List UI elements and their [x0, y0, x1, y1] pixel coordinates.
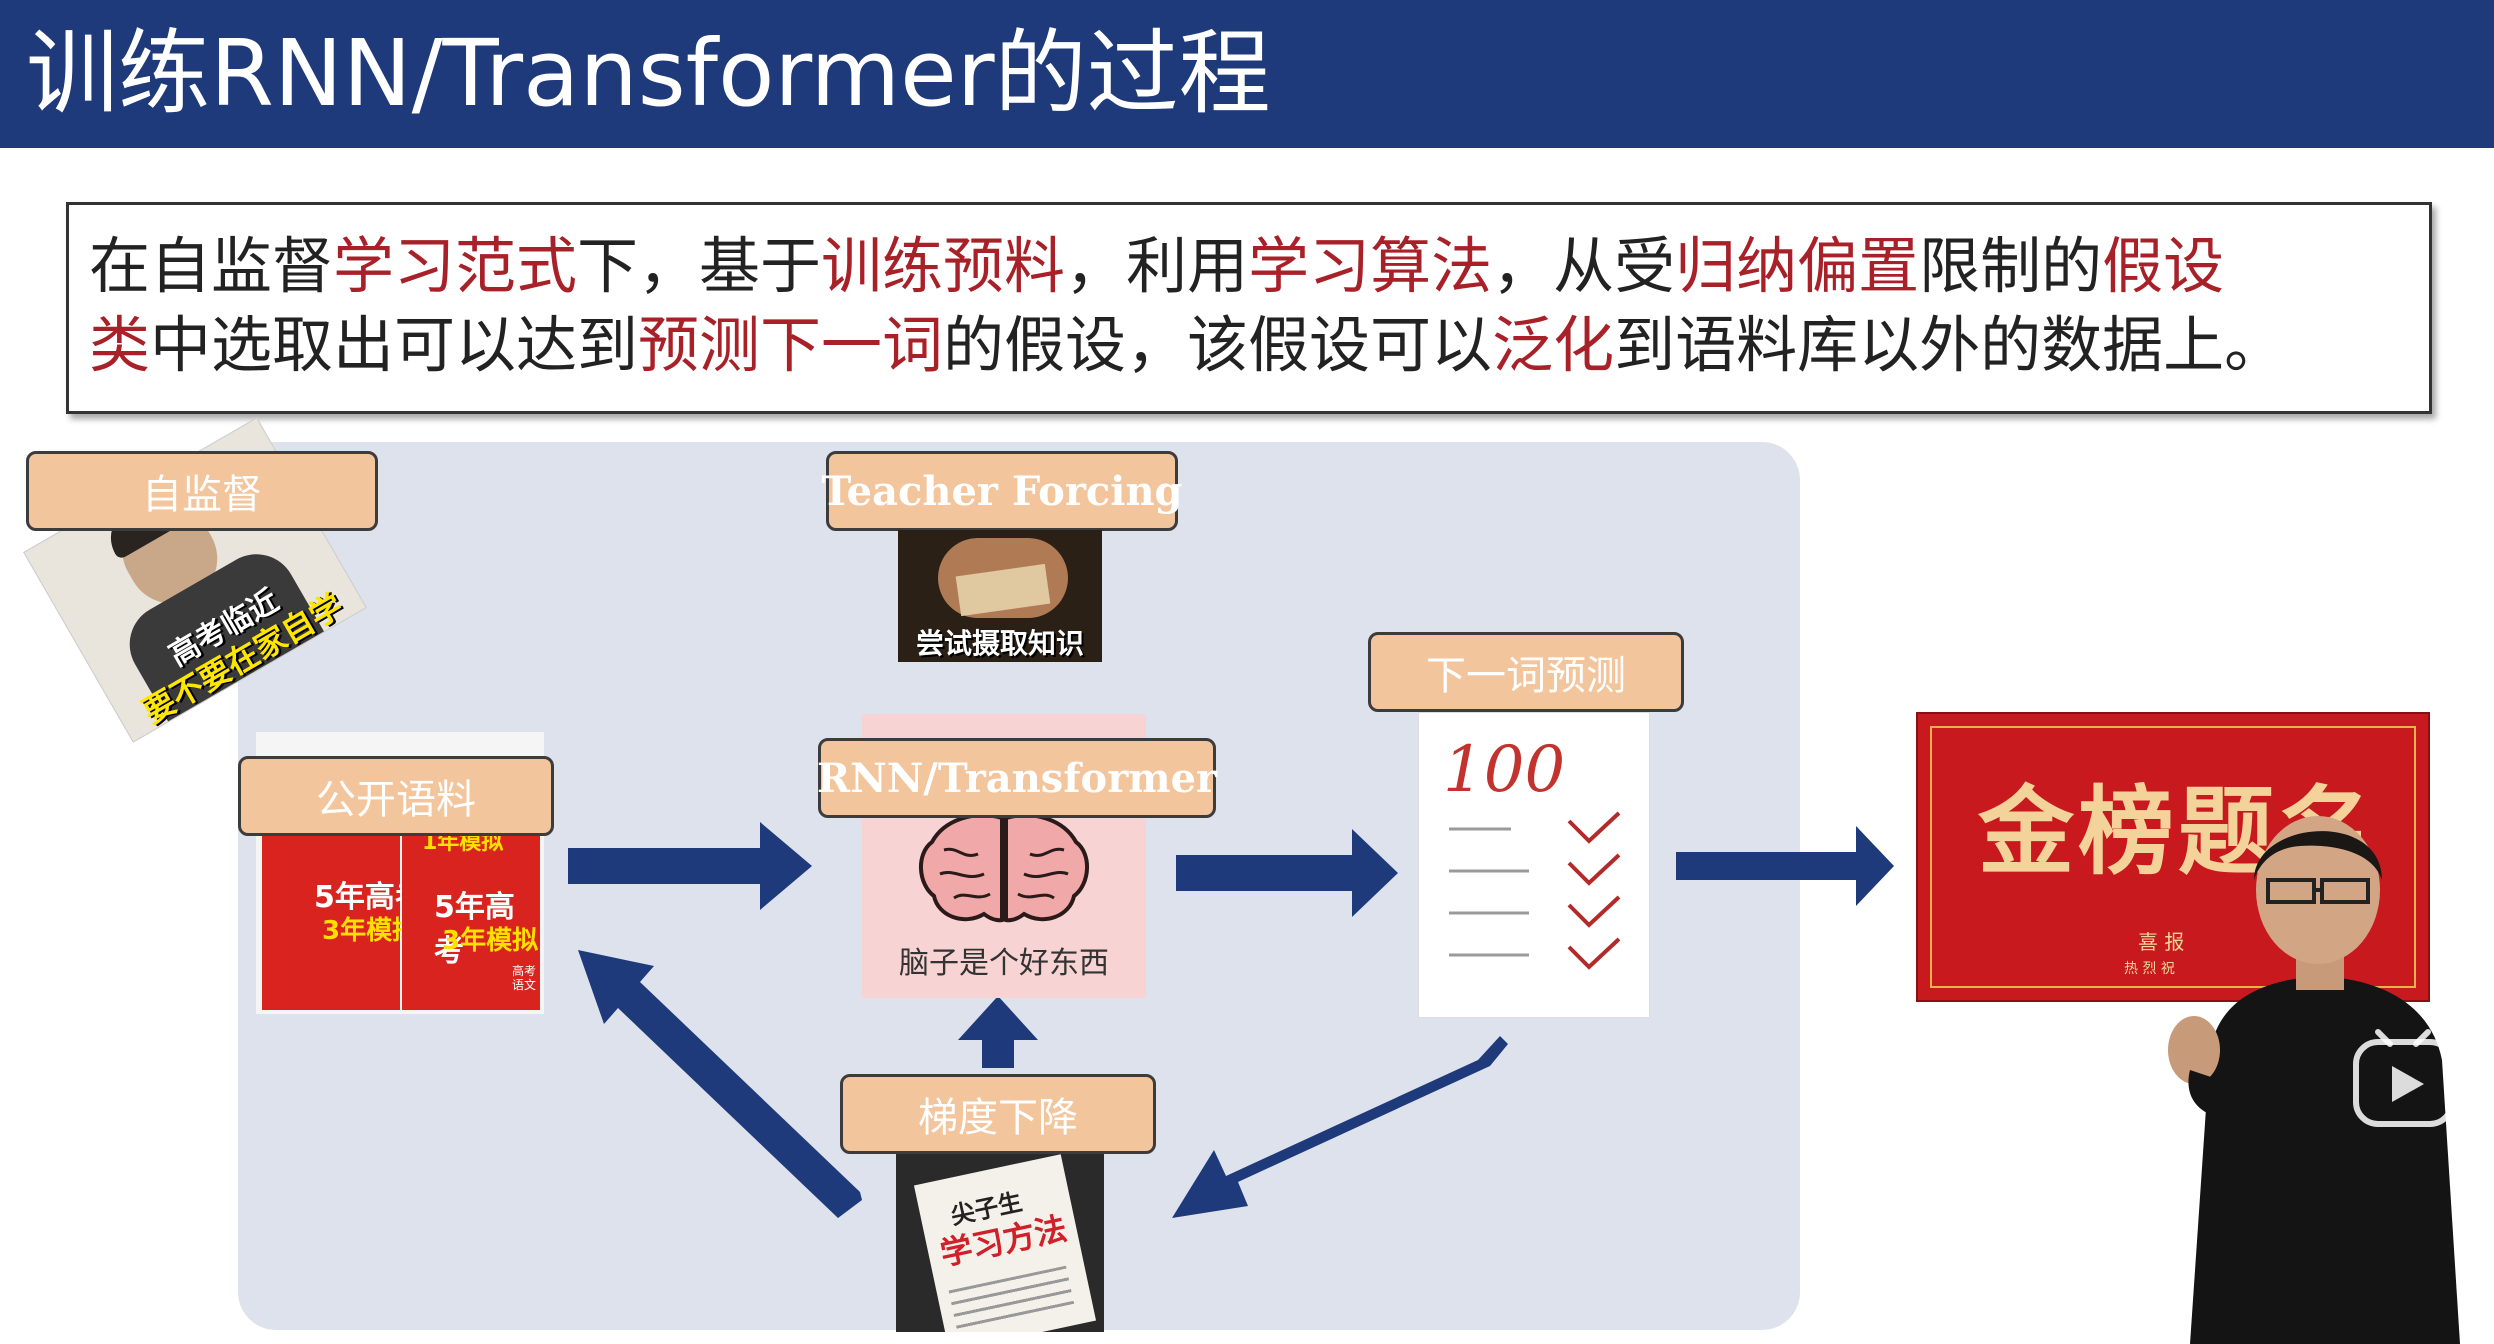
arrow-model-to-prediction: [1176, 829, 1398, 917]
study-book-lines: [948, 1265, 1075, 1330]
arrow-prediction-to-result: [1676, 826, 1894, 906]
highlight-term: 学习范式: [333, 231, 578, 302]
book-right: [402, 820, 540, 1010]
brain-caption: 脑子是个好东西: [899, 946, 1109, 981]
label-next-word: 下一词预测: [1368, 632, 1684, 712]
video-play-icon: [2353, 1029, 2455, 1127]
highlight-term: 泛化: [1492, 310, 1615, 381]
statement-line-1: 在自监督学习范式下，基于训练预料，利用学习算法，从受归纳偏置限制的假设: [89, 227, 2409, 306]
checklist-lines: [1449, 811, 1621, 970]
label-corpus: 公开语料: [238, 756, 554, 836]
label-model: RNN/Transformer: [817, 738, 1217, 818]
label-gradient-descent: 梯度下降: [840, 1074, 1156, 1154]
banner-sub-2: 热 烈 祝: [2124, 961, 2175, 977]
statement-text: ，利用: [1065, 231, 1249, 302]
highlight-term: 类: [89, 310, 151, 381]
test-paper: 100: [1418, 712, 1650, 1018]
banner-sub: 喜 报: [2138, 930, 2185, 954]
book-right-title: 5年高考: [434, 890, 515, 969]
statement-text: 的假设，该假设可以: [943, 310, 1493, 381]
statement-text: ，从受: [1492, 231, 1676, 302]
highlight-term: 训练预料: [821, 231, 1066, 302]
statement-line-2: 类中选取出可以达到预测下一词的假设，该假设可以泛化到语料库以外的数据上。: [89, 306, 2409, 385]
statement-text: 限制的: [1919, 231, 2103, 302]
statement-text: 到语料库以外的数据上。: [1614, 310, 2286, 381]
slide-title: 训练RNN/Transformer的过程: [26, 20, 1271, 127]
label-teacher-forcing: Teacher Forcing: [822, 451, 1183, 531]
book-side-text: 高考语文: [512, 964, 537, 992]
statement-box: 在自监督学习范式下，基于训练预料，利用学习算法，从受归纳偏置限制的假设 类中选取…: [66, 202, 2432, 414]
label-self-supervised: 自监督: [26, 451, 378, 531]
teacher-caption: 尝试摄取知识: [915, 627, 1084, 660]
teacher-forcing-photo: 尝试摄取知识: [898, 530, 1102, 662]
study-method-book-image: 尖子生 学习方法: [896, 1154, 1104, 1332]
arrow-gradient-to-corpus: [578, 950, 862, 1218]
highlight-term: 归纳偏置: [1675, 231, 1920, 302]
brain-icon: [918, 813, 1090, 923]
statement-text: 下，基于: [577, 231, 822, 302]
book-right-sub: 3年模拟: [442, 926, 539, 956]
book-left: [262, 820, 400, 1010]
highlight-term: 假设: [2102, 231, 2225, 302]
score-text: 100: [1443, 733, 1566, 807]
arrow-gradient-to-model: [958, 996, 1038, 1068]
highlight-term: 预测下一词: [638, 310, 944, 381]
arrow-prediction-to-gradient: [1172, 1036, 1508, 1218]
study-book: 尖子生 学习方法: [913, 1154, 1097, 1332]
statement-text: 中选取出可以达到: [150, 310, 639, 381]
highlight-term: 学习算法: [1248, 231, 1493, 302]
arrow-corpus-to-model: [568, 822, 812, 910]
banner-border: [1930, 726, 2416, 988]
statement-text: 在自监督: [89, 231, 334, 302]
title-bar: 训练RNN/Transformer的过程: [0, 0, 2494, 148]
